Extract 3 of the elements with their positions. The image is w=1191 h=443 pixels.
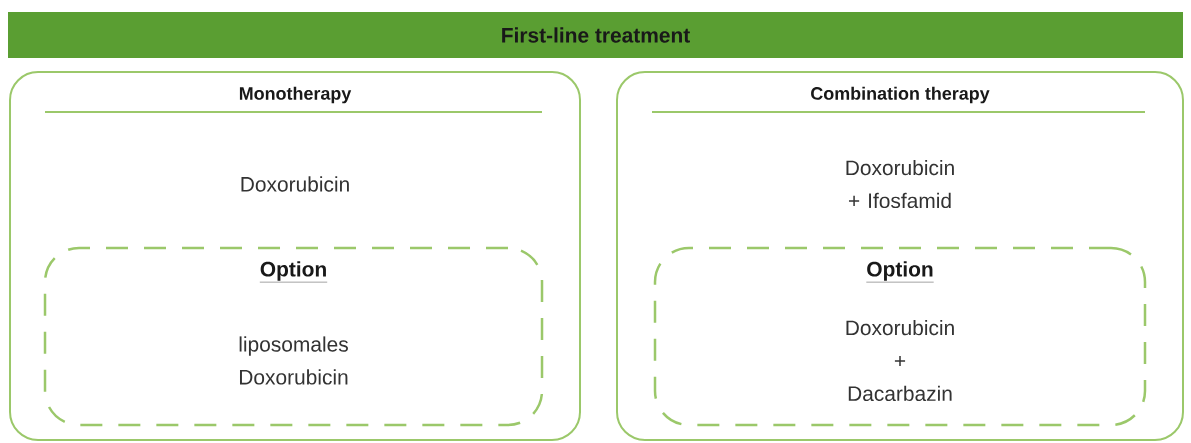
- title-band: First-line treatment: [8, 12, 1183, 58]
- option-box: Option Doxorubicin + Dacarbazin: [653, 246, 1147, 427]
- option-box: Option liposomales Doxorubicin: [43, 246, 544, 427]
